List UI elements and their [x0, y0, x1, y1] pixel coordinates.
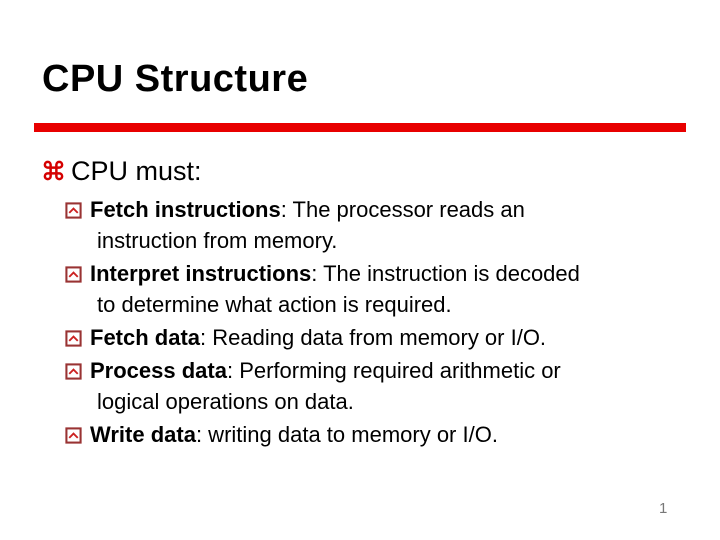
bullet-level1: CPU must: — [40, 156, 705, 186]
bullet-term: Process data — [90, 358, 227, 383]
page-number: 1 — [659, 500, 668, 517]
slide-body: CPU must: Fetch instructions: The proces… — [40, 156, 705, 452]
command-icon — [42, 159, 65, 182]
bullet-level2: Fetch data: Reading data from memory or … — [65, 322, 705, 353]
bullet-text: Fetch data: Reading data from memory or … — [90, 322, 546, 353]
bullet-desc: : The processor reads an — [280, 197, 525, 222]
bullet-desc-line2: to determine what action is required. — [97, 292, 452, 317]
bullet-list: Fetch instructions: The processor reads … — [65, 194, 705, 450]
bullet-text: Interpret instructions: The instruction … — [90, 258, 580, 320]
bullet-level2: Fetch instructions: The processor reads … — [65, 194, 705, 256]
slide-title: CPU Structure — [42, 58, 309, 100]
chevron-box-icon — [65, 427, 82, 444]
bullet-level2: Interpret instructions: The instruction … — [65, 258, 705, 320]
bullet-level1-text: CPU must: — [71, 156, 202, 186]
bullet-desc: : Reading data from memory or I/O. — [200, 325, 547, 350]
bullet-term: Interpret instructions — [90, 261, 312, 286]
bullet-level2: Write data: writing data to memory or I/… — [65, 419, 705, 450]
bullet-term: Write data — [90, 422, 196, 447]
chevron-box-icon — [65, 266, 82, 283]
bullet-desc-line2: logical operations on data. — [97, 389, 354, 414]
bullet-text: Process data: Performing required arithm… — [90, 355, 561, 417]
bullet-text: Write data: writing data to memory or I/… — [90, 419, 498, 450]
chevron-box-icon — [65, 363, 82, 380]
bullet-term: Fetch data — [90, 325, 201, 350]
chevron-box-icon — [65, 202, 82, 219]
bullet-desc: : writing data to memory or I/O. — [195, 422, 498, 447]
bullet-desc-line2: instruction from memory. — [97, 228, 338, 253]
bullet-desc: : The instruction is decoded — [311, 261, 580, 286]
bullet-level2: Process data: Performing required arithm… — [65, 355, 705, 417]
bullet-text: Fetch instructions: The processor reads … — [90, 194, 525, 256]
bullet-desc: : Performing required arithmetic or — [226, 358, 561, 383]
chevron-box-icon — [65, 330, 82, 347]
bullet-term: Fetch instructions — [90, 197, 281, 222]
title-underline — [34, 123, 686, 132]
